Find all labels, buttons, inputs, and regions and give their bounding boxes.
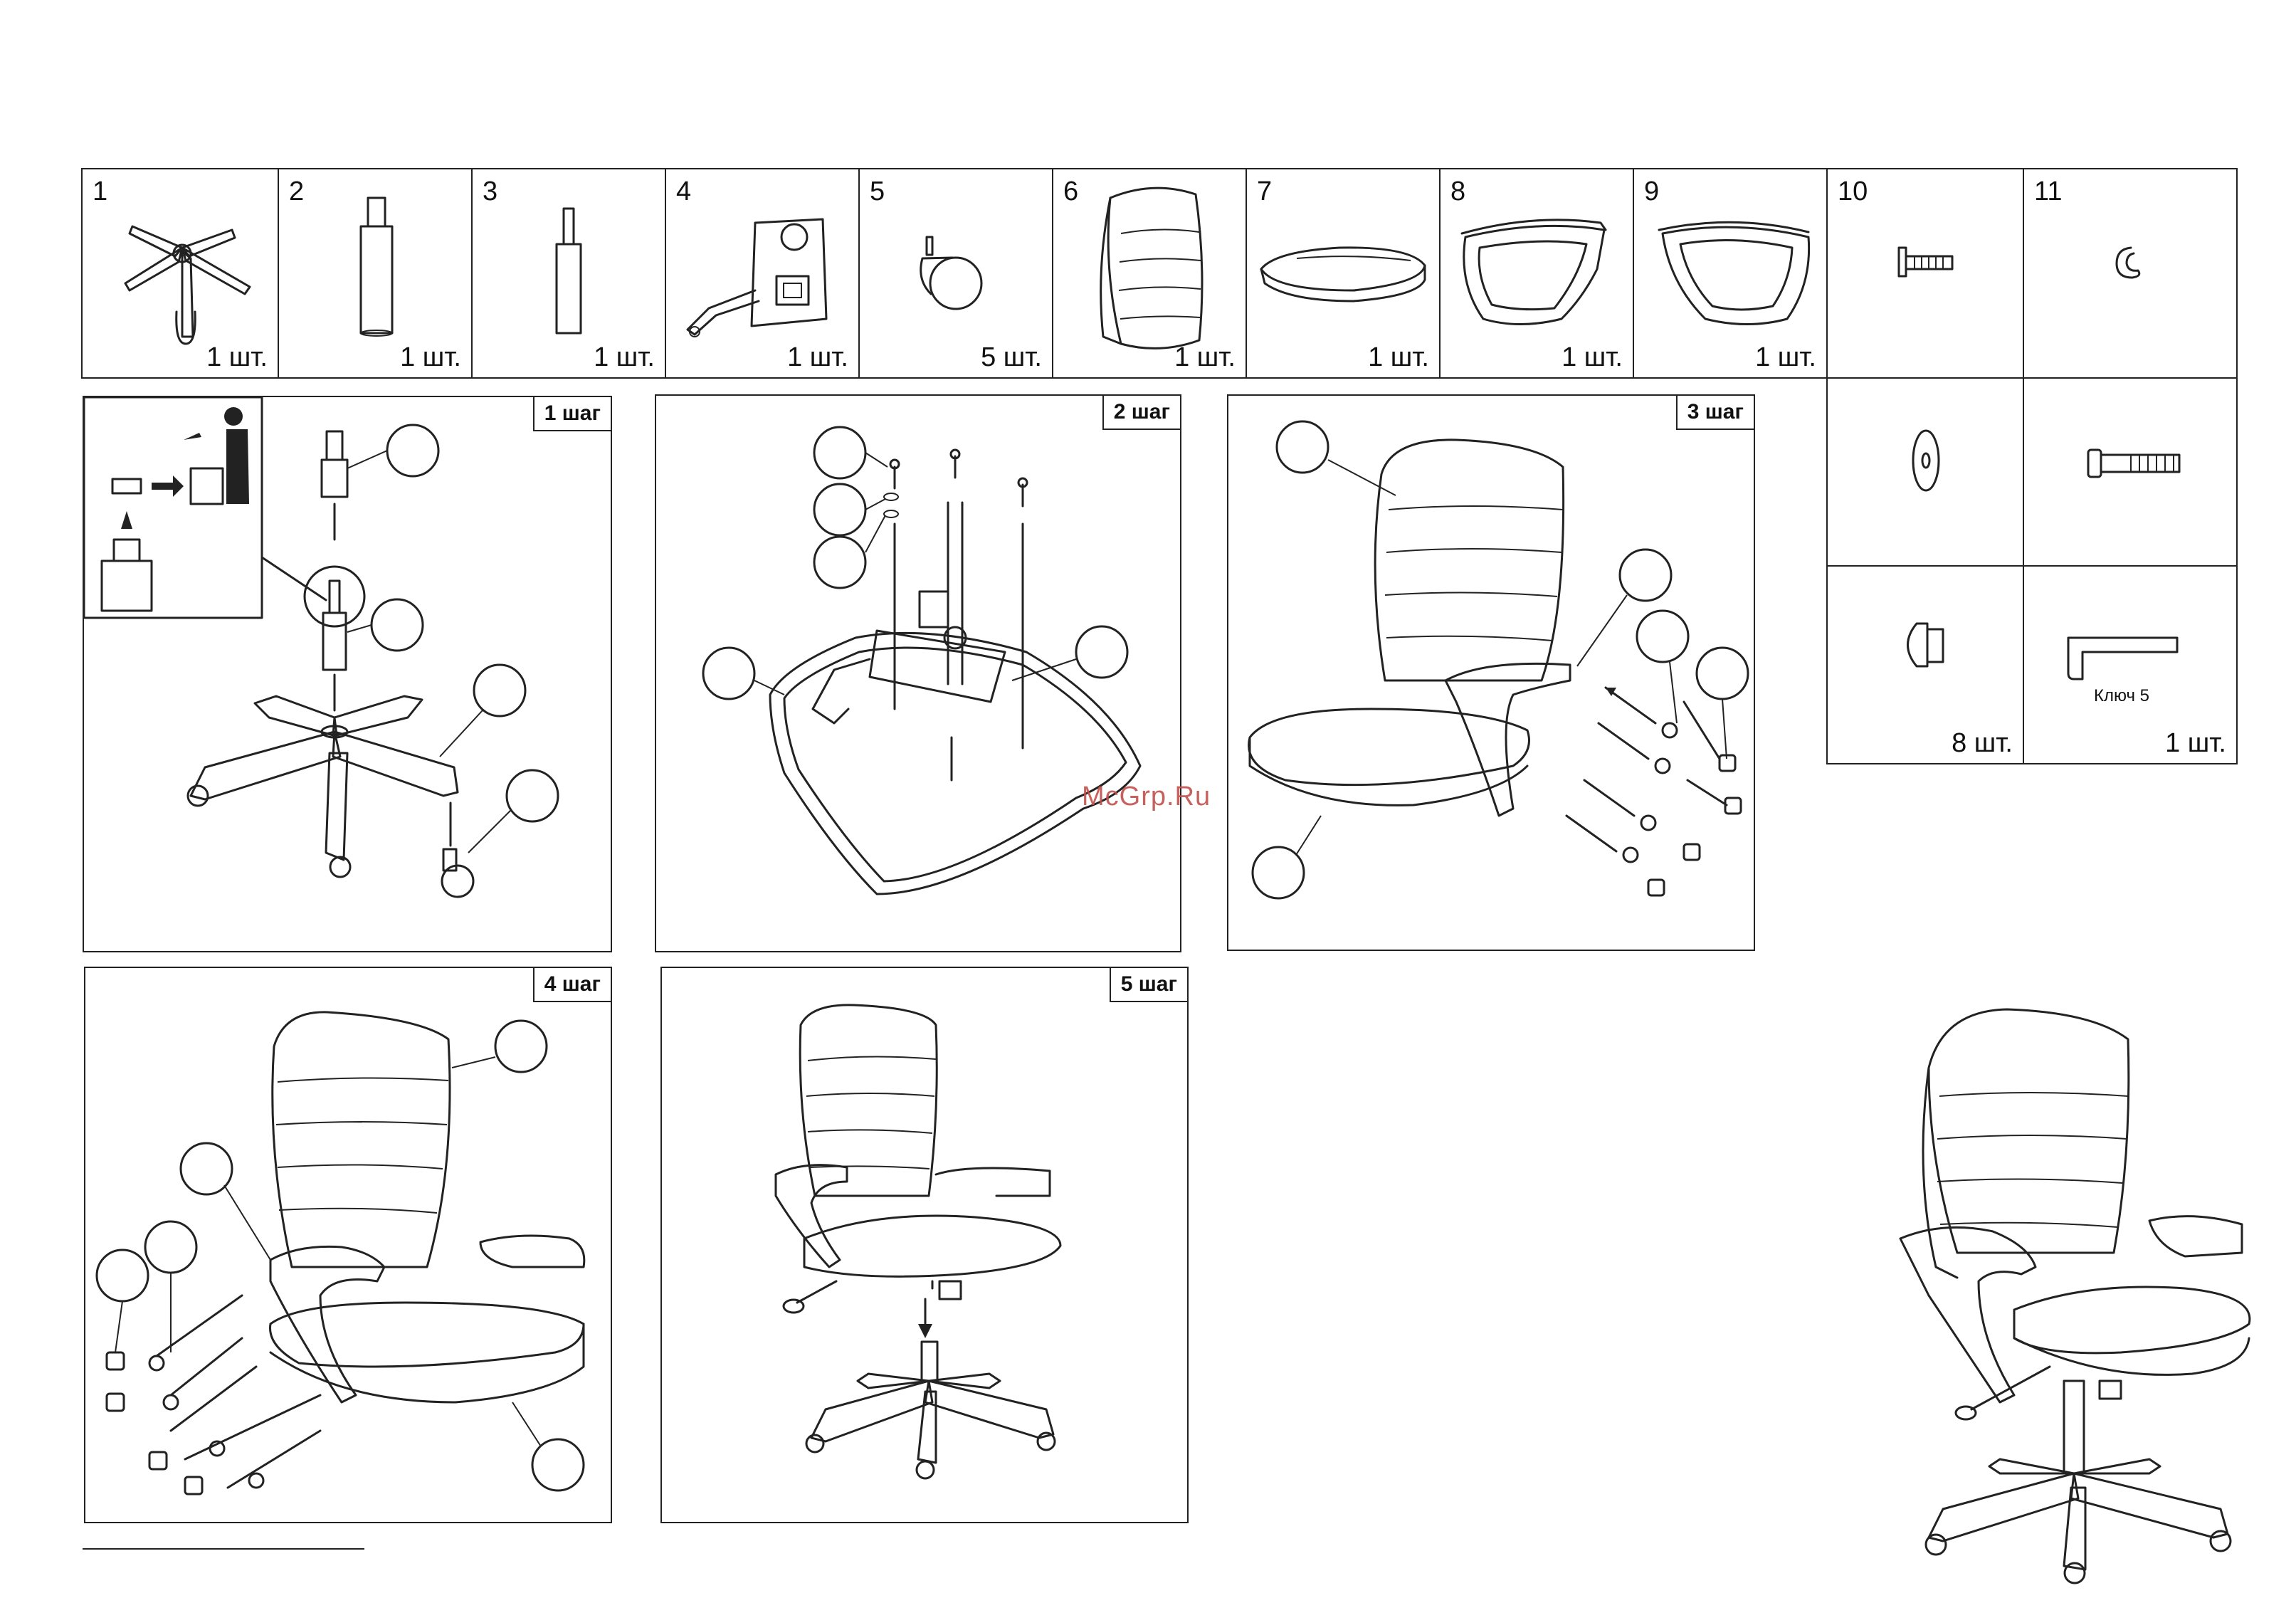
step-2-illustration bbox=[656, 396, 1183, 954]
step-3-illustration bbox=[1228, 396, 1757, 952]
step-5-panel: 5 шаг bbox=[660, 967, 1189, 1523]
part-cell-3: 3 1 шт. bbox=[471, 168, 666, 379]
assembled-chair-illustration bbox=[1886, 997, 2256, 1580]
part-cell-4: 4 1 шт. bbox=[665, 168, 860, 379]
part-cell-10: 10 bbox=[1826, 168, 2024, 379]
part-quantity: 1 шт. bbox=[1174, 342, 1236, 373]
part-quantity: 1 шт. bbox=[1755, 342, 1816, 373]
part-quantity: 1 шт. bbox=[400, 342, 461, 373]
part-quantity: 1 шт. bbox=[206, 342, 268, 373]
cap-cell: 8 шт. bbox=[1826, 565, 2024, 764]
step-3-panel: 3 шаг bbox=[1227, 394, 1755, 951]
washer-illustration bbox=[1828, 379, 2026, 568]
part-quantity: 1 шт. bbox=[1368, 342, 1429, 373]
part-cell-1: 1 1 шт. bbox=[81, 168, 279, 379]
hex-key-label: Ключ 5 bbox=[2094, 686, 2149, 706]
step-1-panel: 1 шаг bbox=[83, 396, 612, 952]
part-cell-9: 9 1 шт. bbox=[1633, 168, 1828, 379]
part-quantity: 5 шт. bbox=[981, 342, 1042, 373]
step-4-panel: 4 шаг bbox=[84, 967, 612, 1523]
screw-illustration bbox=[1828, 169, 2026, 380]
part-cell-11: 11 bbox=[2023, 168, 2238, 379]
part-cell-2: 2 1 шт. bbox=[278, 168, 473, 379]
bolt-cell bbox=[2023, 377, 2238, 567]
part-cell-7: 7 1 шт. bbox=[1246, 168, 1441, 379]
step-2-panel: 2 шаг bbox=[655, 394, 1181, 952]
step-1-illustration bbox=[84, 397, 614, 954]
part-quantity: 1 шт. bbox=[787, 342, 848, 373]
part-cell-5: 5 5 шт. bbox=[858, 168, 1053, 379]
bolt-illustration bbox=[2024, 379, 2239, 568]
step-4-illustration bbox=[85, 968, 614, 1525]
part-quantity: 1 шт. bbox=[1562, 342, 1623, 373]
part-cell-8: 8 1 шт. bbox=[1439, 168, 1634, 379]
part-cell-6: 6 1 шт. bbox=[1052, 168, 1247, 379]
step-5-illustration bbox=[662, 968, 1190, 1525]
watermark: McGrp.Ru bbox=[1082, 782, 1211, 812]
c-clip-illustration bbox=[2024, 169, 2239, 380]
cap-quantity: 8 шт. bbox=[1952, 728, 2013, 759]
washer-cell bbox=[1826, 377, 2024, 567]
part-quantity: 1 шт. bbox=[594, 342, 655, 373]
hex-key-quantity: 1 шт. bbox=[2165, 728, 2226, 759]
footnote-rule bbox=[83, 1548, 364, 1550]
hex-key-cell: Ключ 5 1 шт. bbox=[2023, 565, 2238, 764]
